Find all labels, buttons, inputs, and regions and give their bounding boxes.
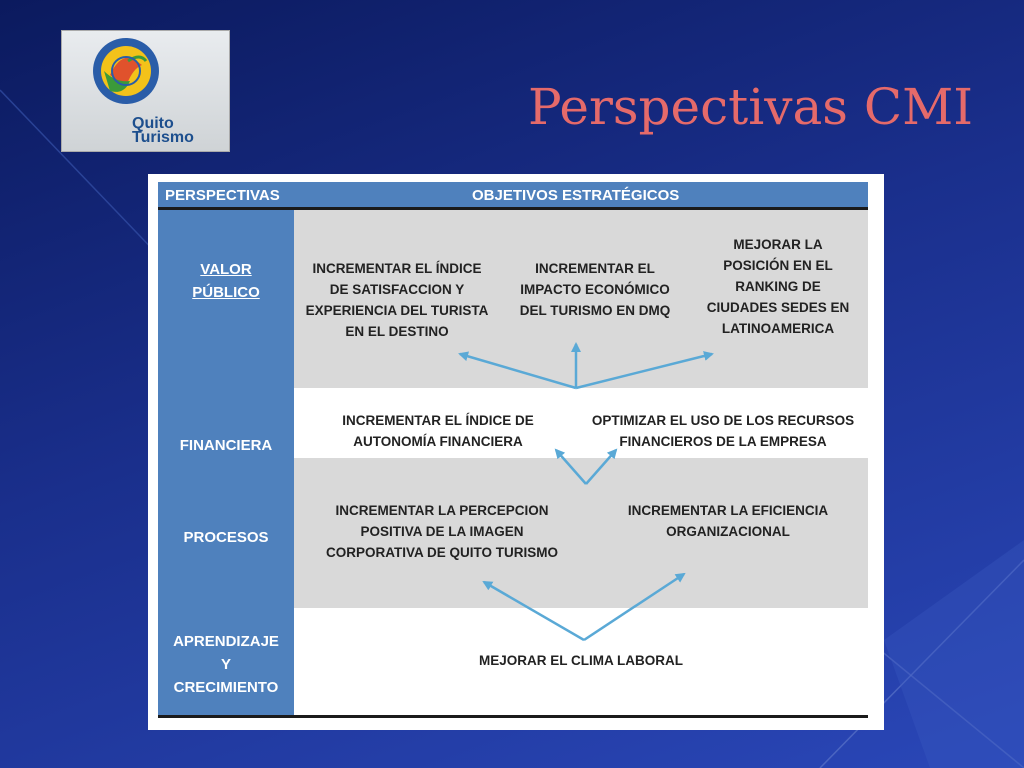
logo-emblem-icon [93,38,159,104]
perspective-valor-publico: VALOR PÚBLICO [158,258,294,304]
objective-satisfaccion: INCREMENTAR EL ÍNDICE DE SATISFACCION Y … [298,258,496,342]
objective-line: EXPERIENCIA DEL TURISTA [305,303,489,318]
objective-line: POSICIÓN EN EL [723,258,833,273]
objective-line: DEL TURISMO EN DMQ [519,303,671,318]
objective-optimizar-recursos: OPTIMIZAR EL USO DE LOS RECURSOS FINANCI… [578,410,868,452]
band-valor-publico [294,210,868,388]
arrow-to-satisfaccion [458,351,577,390]
band-procesos [294,458,868,608]
perspective-procesos: PROCESOS [183,529,269,546]
objective-line: INCREMENTAR LA PERCEPCION [335,503,549,518]
objective-line: EN EL DESTINO [345,324,449,339]
logo-text: Quito Turismo [132,115,194,146]
objective-line: POSITIVA DE LA IMAGEN [360,524,524,539]
perspective-aprendizaje: APRENDIZAJE Y CRECIMIENTO [158,630,294,699]
objective-clima-laboral: MEJORAR EL CLIMA LABORAL [448,650,714,671]
perspective-financiera: FINANCIERA [179,437,273,454]
perspectives-column: VALOR PÚBLICO FINANCIERA PROCESOS APREND… [158,210,294,715]
objective-line: ORGANIZACIONAL [666,524,790,539]
table-header: PERSPECTIVAS OBJETIVOS ESTRATÉGICOS [158,182,868,210]
header-objetivos: OBJETIVOS ESTRATÉGICOS [472,187,680,204]
quito-turismo-logo: Quito Turismo [61,30,230,152]
objective-line: INCREMENTAR LA EFICIENCIA [627,503,829,518]
objective-line: MEJORAR EL CLIMA LABORAL [479,653,683,668]
objective-line: MEJORAR LA [733,237,823,252]
band-financiera [294,388,868,458]
objective-autonomia-financiera: INCREMENTAR EL ÍNDICE DE AUTONOMÍA FINAN… [318,410,558,452]
objective-line: FINANCIEROS DE LA EMPRESA [619,434,827,449]
table-bottom-border [158,715,868,718]
perspective-valor-line2: PÚBLICO [192,284,260,301]
objective-line: CIUDADES SEDES EN [706,300,850,315]
objective-impacto-economico: INCREMENTAR EL IMPACTO ECONÓMICO DEL TUR… [500,258,690,321]
objective-percepcion-imagen: INCREMENTAR LA PERCEPCION POSITIVA DE LA… [306,500,578,563]
band-aprendizaje [294,608,868,715]
objective-line: IMPACTO ECONÓMICO [520,282,670,297]
objective-ranking: MEJORAR LA POSICIÓN EN EL RANKING DE CIU… [696,234,860,339]
arrow-to-eficiencia [583,572,686,642]
causal-arrows [458,342,714,642]
perspective-aprendizaje-line3: CRECIMIENTO [173,679,279,696]
slide-title: Perspectivas CMI [528,78,974,136]
objective-line: LATINOAMERICA [721,321,835,336]
perspective-aprendizaje-line1: APRENDIZAJE [173,633,279,650]
perspective-aprendizaje-line2: Y [220,656,231,673]
logo-line-2: Turismo [132,129,194,146]
objective-line: RANKING DE [735,279,821,294]
objective-line: AUTONOMÍA FINANCIERA [353,434,523,449]
arrow-to-percepcion [482,580,585,642]
arrow-to-ranking [575,351,714,390]
header-perspectivas: PERSPECTIVAS [165,187,280,204]
objective-line: INCREMENTAR EL ÍNDICE [312,261,482,276]
objective-eficiencia-organizacional: INCREMENTAR LA EFICIENCIA ORGANIZACIONAL [608,500,848,542]
arrow-to-autonomia [554,448,587,485]
objective-line: DE SATISFACCION Y [329,282,465,297]
objective-line: INCREMENTAR EL ÍNDICE DE [342,413,534,428]
objective-line: OPTIMIZAR EL USO DE LOS RECURSOS [591,413,855,428]
cmi-strategy-table: PERSPECTIVAS OBJETIVOS ESTRATÉGICOS VALO… [148,174,884,730]
arrow-to-optimizar [585,448,618,485]
perspective-valor-line1: VALOR [200,261,252,278]
logo-line-1: Quito [132,115,174,132]
objective-line: INCREMENTAR EL [535,261,655,276]
objective-line: CORPORATIVA DE QUITO TURISMO [325,545,558,560]
